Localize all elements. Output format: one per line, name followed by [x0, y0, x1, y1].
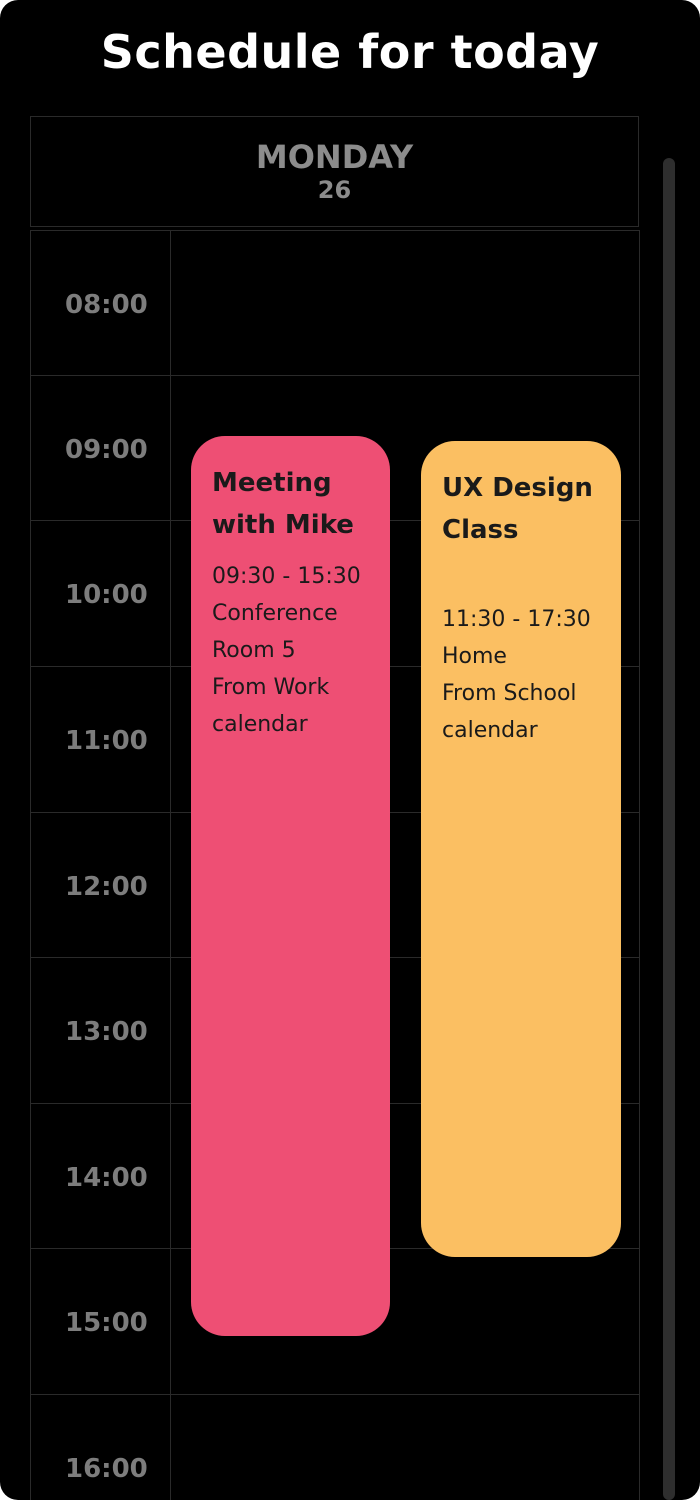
event-title: UX Design Class: [442, 467, 601, 551]
event-location: Home: [442, 644, 507, 669]
event-details: 09:30 - 15:30 Conference Room 5 From Wor…: [212, 558, 370, 743]
time-cell: 12:00: [31, 813, 171, 958]
event-calendar: From School: [442, 681, 577, 706]
event-title-line: UX Design: [442, 473, 593, 503]
event-time: 11:30 - 17:30: [442, 607, 591, 632]
event-card-meeting[interactable]: Meeting with Mike 09:30 - 15:30 Conferen…: [191, 436, 390, 1336]
event-calendar: calendar: [442, 718, 538, 743]
time-cell: 13:00: [31, 958, 171, 1103]
time-cell: 16:00: [31, 1395, 171, 1500]
time-row[interactable]: 16:00: [30, 1394, 640, 1500]
event-details: 11:30 - 17:30 Home From School calendar: [442, 601, 601, 749]
day-header[interactable]: MONDAY 26: [30, 116, 639, 227]
time-cell: 15:00: [31, 1249, 171, 1394]
event-location: Room 5: [212, 638, 296, 663]
time-row[interactable]: 09:00: [30, 375, 640, 521]
time-cell: 14:00: [31, 1104, 171, 1249]
time-label: 16:00: [65, 1454, 148, 1484]
event-title: Meeting with Mike: [212, 462, 370, 546]
time-label: 14:00: [65, 1163, 148, 1193]
event-location: Conference: [212, 601, 338, 626]
time-label: 10:00: [65, 580, 148, 610]
time-label: 12:00: [65, 872, 148, 902]
time-cell: 08:00: [31, 231, 171, 376]
time-cell: 11:00: [31, 667, 171, 812]
page-title: Schedule for today: [100, 25, 600, 79]
scrollbar[interactable]: [663, 158, 675, 1500]
event-calendar: From Work: [212, 675, 330, 700]
time-label: 09:00: [65, 435, 148, 465]
time-row[interactable]: 08:00: [30, 230, 640, 376]
event-card-ux-class[interactable]: UX Design Class 11:30 - 17:30 Home From …: [421, 441, 621, 1257]
time-label: 11:00: [65, 726, 148, 756]
time-label: 15:00: [65, 1308, 148, 1338]
time-cell: 09:00: [31, 376, 171, 521]
event-title-line: Class: [442, 515, 519, 545]
event-title-line: with Mike: [212, 510, 354, 540]
time-label: 13:00: [65, 1017, 148, 1047]
event-title-line: Meeting: [212, 468, 332, 498]
time-cell: 10:00: [31, 521, 171, 666]
event-time: 09:30 - 15:30: [212, 564, 361, 589]
day-number: 26: [317, 176, 352, 204]
day-name: MONDAY: [255, 138, 414, 176]
event-calendar: calendar: [212, 712, 308, 737]
time-label: 08:00: [65, 290, 148, 320]
